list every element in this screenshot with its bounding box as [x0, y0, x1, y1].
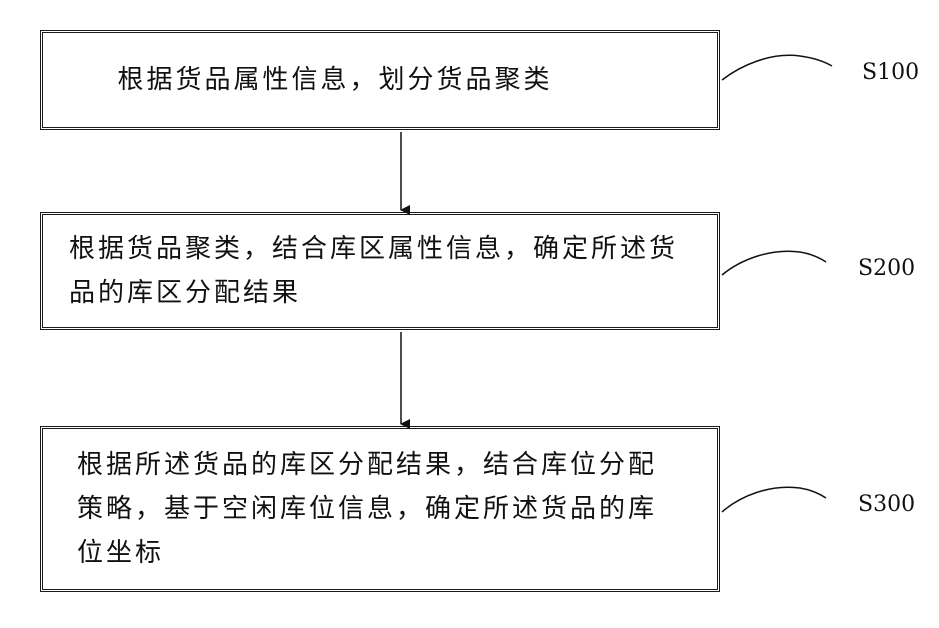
leader-line-s100	[722, 55, 832, 80]
leader-line-s200	[722, 251, 826, 275]
leader-line-s300	[722, 487, 826, 512]
